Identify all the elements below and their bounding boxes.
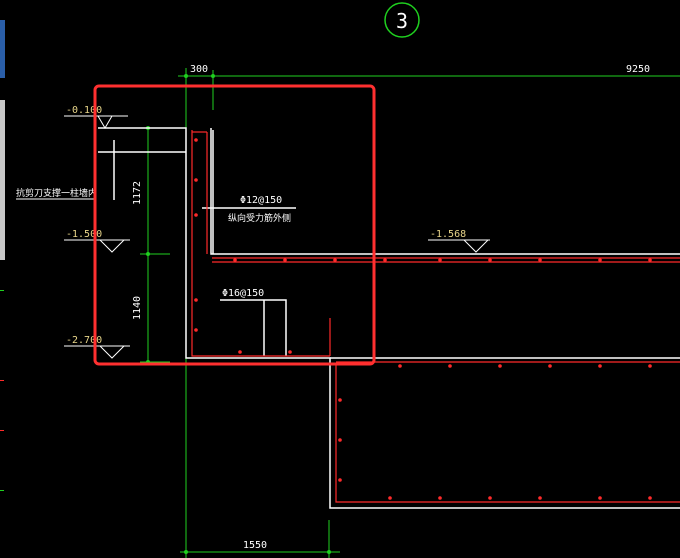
rebar-upper-label: Φ12@150 — [240, 195, 282, 206]
elevation-right: -1.568 — [430, 229, 466, 240]
edge-marker — [0, 490, 4, 491]
dim-1550: 1550 — [243, 540, 267, 551]
rebar-lower-label: Φ16@150 — [222, 288, 264, 299]
elevation-symbols — [64, 115, 490, 359]
edge-marker — [0, 430, 4, 431]
grid-axis-bubble: 3 — [384, 2, 420, 38]
grid-axis-label: 3 — [396, 9, 408, 33]
dim-1172: 1172 — [132, 181, 143, 205]
elevation-bottom: -2.700 — [66, 335, 102, 346]
structure-outline — [98, 127, 680, 509]
highlight-box — [93, 84, 376, 366]
dim-300: 300 — [190, 64, 208, 75]
rebar-lines — [191, 130, 680, 503]
left-panel-edge — [0, 20, 5, 78]
elevation-top: -0.100 — [66, 105, 102, 116]
edge-marker — [0, 380, 4, 381]
dim-1140: 1140 — [132, 296, 143, 320]
elevation-middle: -1.500 — [66, 229, 102, 240]
rebar-dots — [194, 138, 652, 500]
dimension-lines — [140, 68, 680, 558]
dimension-ticks — [146, 74, 331, 554]
grid-axis-circle — [384, 2, 420, 38]
dim-9250: 9250 — [626, 64, 650, 75]
left-note: 抗剪刀支撑一柱墙内 — [16, 187, 97, 199]
rebar-upper-note: 纵向受力筋外侧 — [228, 212, 291, 224]
edge-marker — [0, 290, 4, 291]
left-panel-edge-lower — [0, 100, 5, 260]
